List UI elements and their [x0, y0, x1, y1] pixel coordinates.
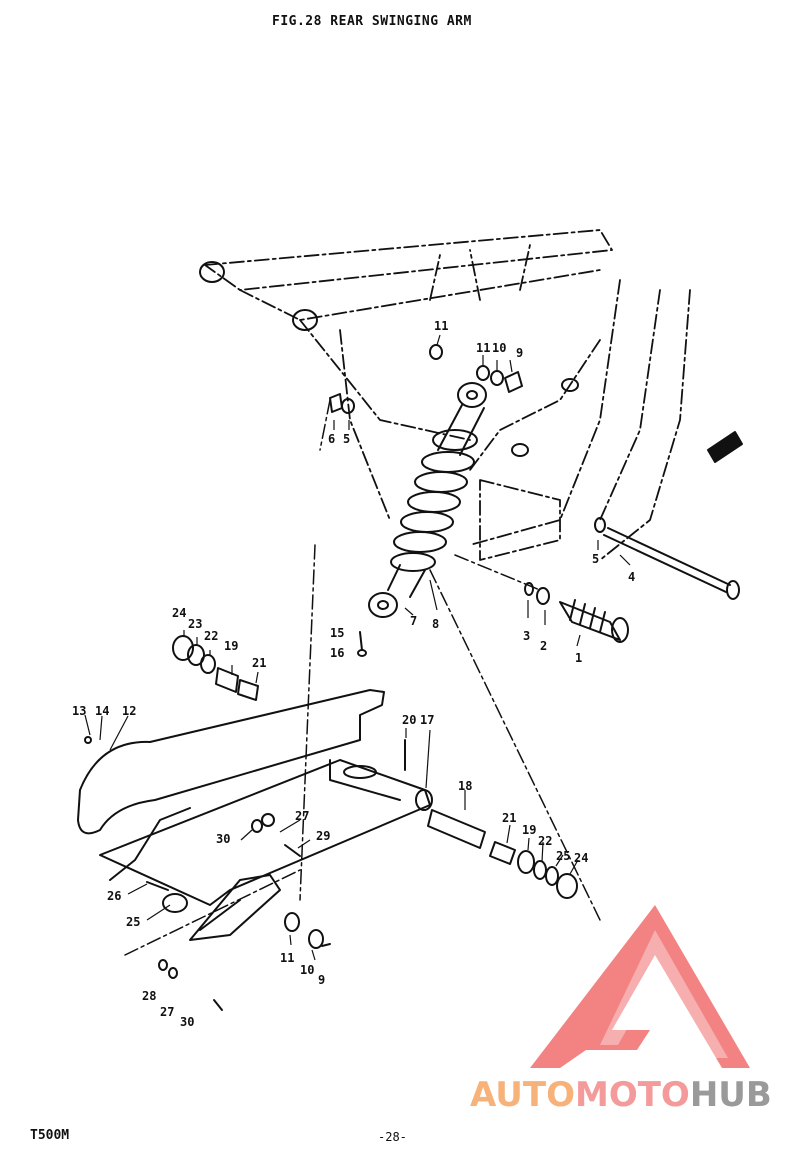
callout-21: 21 — [502, 811, 516, 825]
washer-16 — [357, 649, 367, 657]
callout-20: 20 — [402, 713, 416, 727]
callout-22: 22 — [538, 834, 552, 848]
callout-23: 23 — [188, 617, 202, 631]
callout-4: 4 — [628, 570, 635, 584]
washer-22-right — [533, 860, 547, 880]
watermark-brand: AUTOMOTOHUB — [470, 1075, 772, 1115]
automotohub-logo-icon — [530, 905, 750, 1068]
callout-29: 29 — [316, 829, 330, 843]
washer-11-top — [429, 344, 443, 360]
callout-27: 27 — [160, 1005, 174, 1019]
callout-13: 13 — [72, 704, 86, 718]
swinging-arm — [99, 759, 433, 941]
washer-11-bottom — [284, 912, 300, 932]
callout-14: 14 — [95, 704, 109, 718]
frame-bushing-mid — [292, 309, 318, 331]
nut-28 — [158, 959, 168, 971]
callout-6: 6 — [328, 432, 335, 446]
washer-30 — [251, 819, 263, 833]
washer-22-left — [200, 654, 216, 674]
washer-2 — [536, 587, 550, 605]
bushing-9-top — [504, 371, 523, 393]
nut-27 — [261, 813, 275, 827]
chain-guard — [77, 689, 385, 835]
callout-19: 19 — [224, 639, 238, 653]
washer-25-right — [545, 866, 559, 886]
callout-5: 5 — [343, 432, 350, 446]
callout-11: 11 — [280, 951, 294, 965]
callout-17: 17 — [420, 713, 434, 727]
figure-title: FIG.28 REAR SWINGING ARM — [272, 14, 472, 29]
pivot-shaft — [594, 517, 740, 600]
callout-25: 25 — [126, 915, 140, 929]
callout-25: 25 — [556, 849, 570, 863]
callout-22: 22 — [204, 629, 218, 643]
bolt-29 — [284, 844, 301, 857]
washer-11-shock — [476, 365, 490, 381]
bolt-26 — [146, 881, 169, 891]
callout-5: 5 — [592, 552, 599, 566]
callout-30: 30 — [216, 832, 230, 846]
bushing-19-left — [215, 667, 239, 693]
washer-10-bottom — [308, 929, 324, 949]
spacer-21-left — [237, 679, 259, 701]
spacer-21-right — [489, 841, 516, 865]
callout-27: 27 — [295, 809, 309, 823]
sleeve-18 — [427, 809, 486, 849]
page-number: -28- — [378, 1130, 407, 1144]
callout-10: 10 — [492, 341, 506, 355]
callout-10: 10 — [300, 963, 314, 977]
bolt-15 — [359, 631, 363, 651]
callout-24: 24 — [574, 851, 588, 865]
callout-30: 30 — [180, 1015, 194, 1029]
callout-8: 8 — [432, 617, 439, 631]
callout-labels: 11 11 10 9 6 5 5 4 3 2 1 7 8 24 23 22 19… — [72, 319, 635, 1029]
shock-absorber — [368, 382, 487, 618]
callout-28: 28 — [142, 989, 156, 1003]
seal-24-left — [172, 635, 194, 661]
bushing-19-right — [517, 850, 535, 874]
model-code: T500M — [30, 1128, 70, 1143]
callout-19: 19 — [522, 823, 536, 837]
callout-24: 24 — [172, 606, 186, 620]
washer-10-top — [490, 370, 504, 386]
callout-11: 11 — [476, 341, 490, 355]
callout-2: 2 — [540, 639, 547, 653]
callout-15: 15 — [330, 626, 344, 640]
callout-16: 16 — [330, 646, 344, 660]
washer-23 — [187, 644, 205, 666]
callout-3: 3 — [523, 629, 530, 643]
callout-11: 11 — [434, 319, 448, 333]
seal-24-right — [556, 873, 578, 899]
callout-12: 12 — [122, 704, 136, 718]
callout-18: 18 — [458, 779, 472, 793]
nut-27-bottom — [168, 967, 178, 979]
washer-5-left — [341, 398, 355, 414]
callout-9: 9 — [318, 973, 325, 987]
nut-3 — [524, 582, 534, 596]
callout-1: 1 — [575, 651, 582, 665]
callout-21: 21 — [252, 656, 266, 670]
footrest — [559, 599, 629, 643]
nut-6 — [329, 393, 343, 413]
callout-7: 7 — [410, 614, 417, 628]
callout-26: 26 — [107, 889, 121, 903]
callout-9: 9 — [516, 346, 523, 360]
frame-bushing-left — [199, 261, 225, 283]
direction-arrow-icon — [707, 431, 743, 463]
